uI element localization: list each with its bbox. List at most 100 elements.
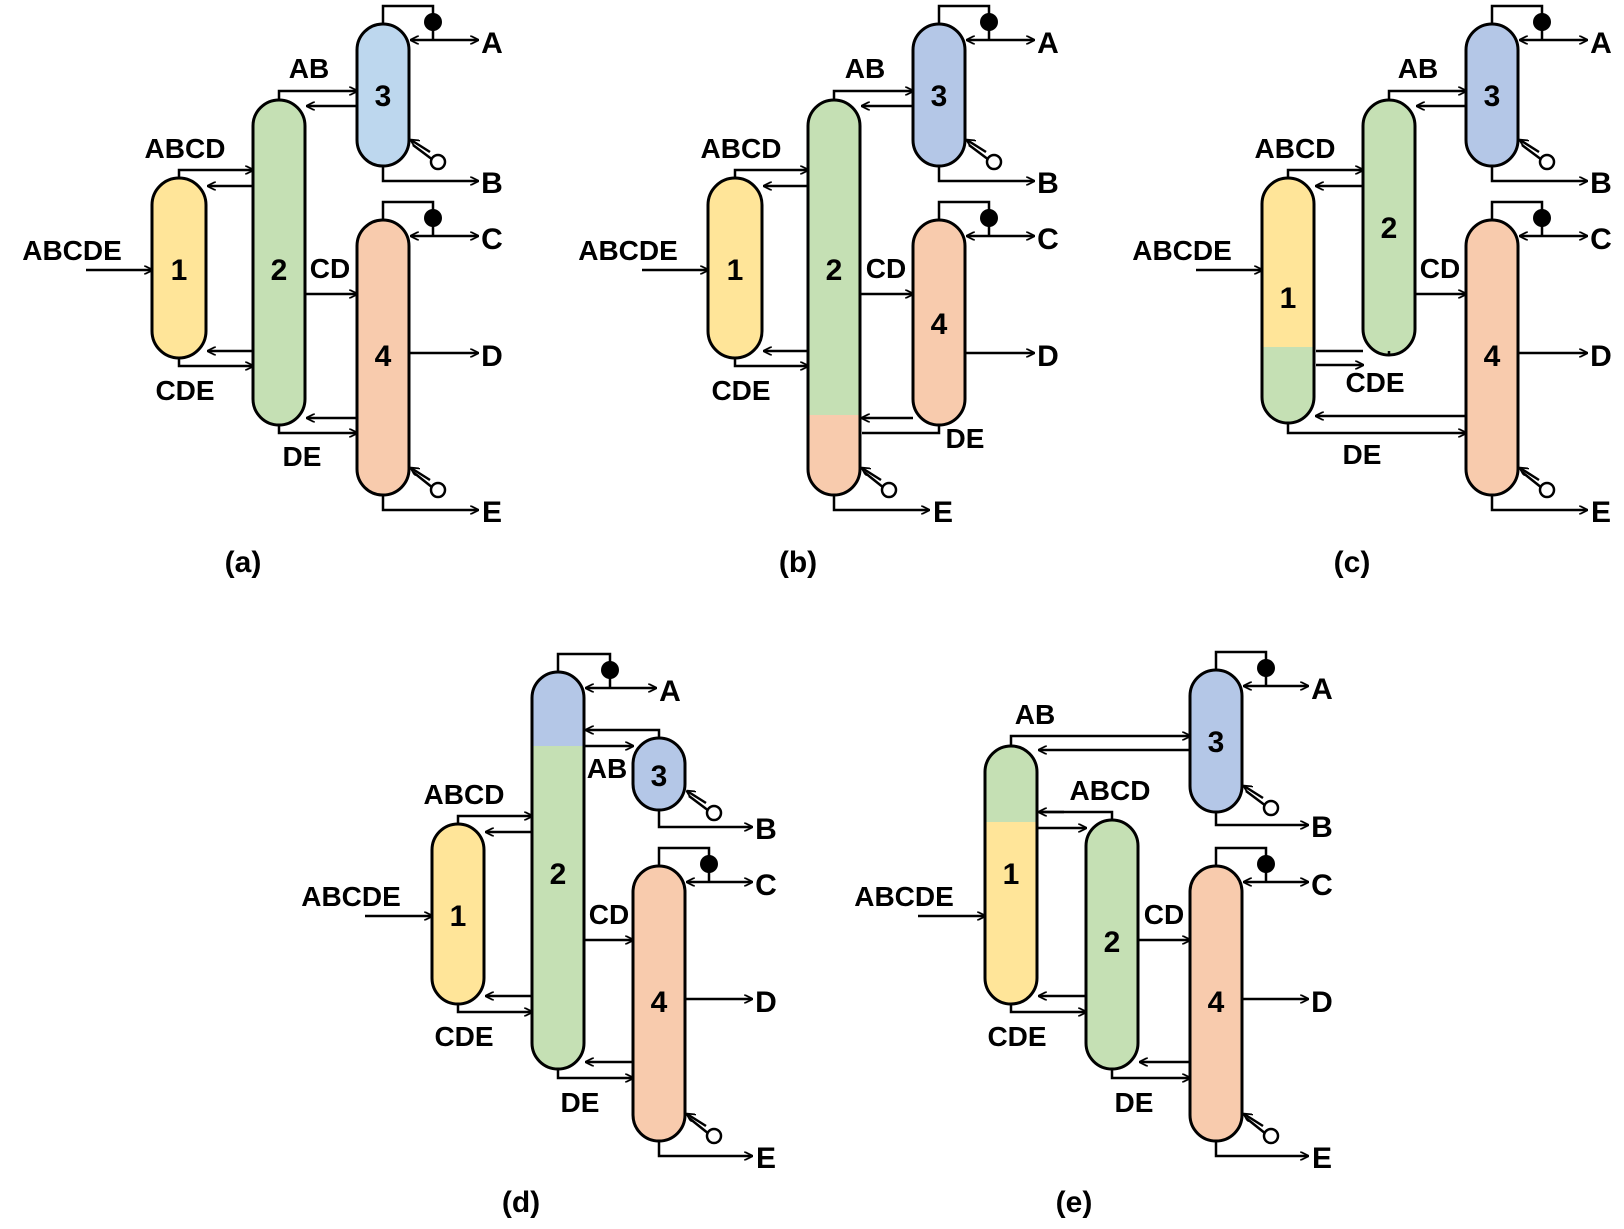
abcd-label: ABCD xyxy=(1255,133,1336,164)
column-4-label: 4 xyxy=(931,308,948,341)
filled-circle-icon xyxy=(1533,13,1551,31)
ab-liquid-line xyxy=(586,730,661,738)
b-boilup-line xyxy=(687,791,707,805)
ab-label: AB xyxy=(845,53,885,84)
column-3-label: 3 xyxy=(651,760,668,793)
b-boilup-line xyxy=(967,140,987,154)
e-boilup-line xyxy=(411,468,431,482)
open-circle-icon xyxy=(429,153,447,171)
filled-circle-icon xyxy=(980,13,998,31)
e-product-line xyxy=(1490,495,1587,510)
de-label: DE xyxy=(1343,439,1382,470)
column-2-label: 2 xyxy=(826,254,843,287)
e-product-line xyxy=(657,1141,752,1156)
column-1 xyxy=(983,744,1039,1006)
product-a-label: A xyxy=(1037,27,1059,60)
product-a-label: A xyxy=(1590,27,1612,60)
e-boilup-line xyxy=(862,468,882,482)
filled-circle-icon xyxy=(980,209,998,227)
product-d-label: D xyxy=(481,340,503,373)
cde-liquid-line xyxy=(456,1004,532,1012)
product-c-label: C xyxy=(1590,223,1612,256)
column-1 xyxy=(1260,176,1316,425)
column-2-label: 2 xyxy=(1104,926,1121,959)
ab-vapor-line xyxy=(1009,736,1190,746)
b-product-line xyxy=(381,166,478,181)
product-a-label: A xyxy=(481,27,503,60)
column-2 xyxy=(806,98,862,497)
product-c-label: C xyxy=(1311,869,1333,902)
column-1-label: 1 xyxy=(450,900,467,933)
filled-circle-icon xyxy=(1257,855,1275,873)
caption-e: (e) xyxy=(1056,1186,1093,1219)
cd-label: CD xyxy=(866,253,906,284)
open-circle-icon xyxy=(1538,481,1556,499)
de-label: DE xyxy=(561,1087,600,1118)
cde-liquid-line xyxy=(733,358,808,366)
product-b-label: B xyxy=(1037,167,1059,200)
feed-label: ABCDE xyxy=(1132,235,1232,266)
cd-label: CD xyxy=(1420,253,1460,284)
product-d-label: D xyxy=(755,986,777,1019)
column-1-label: 1 xyxy=(1003,858,1020,891)
de-label: DE xyxy=(283,441,322,472)
product-b-label: B xyxy=(481,167,503,200)
abcd-vapor-line xyxy=(733,170,808,178)
column-4-label: 4 xyxy=(1208,986,1225,1019)
caption-d: (d) xyxy=(502,1186,540,1219)
product-e-label: E xyxy=(1591,496,1611,529)
abcd-label: ABCD xyxy=(701,133,782,164)
column-1-label: 1 xyxy=(171,254,188,287)
ab-label: AB xyxy=(587,753,627,784)
open-circle-icon xyxy=(705,1127,723,1145)
cd-label: CD xyxy=(310,253,350,284)
product-e-label: E xyxy=(933,496,953,529)
e-product-line xyxy=(832,495,929,510)
ab-label: AB xyxy=(1015,699,1055,730)
open-circle-icon xyxy=(429,481,447,499)
product-e-label: E xyxy=(1312,1142,1332,1175)
product-d-label: D xyxy=(1311,986,1333,1019)
de-label: DE xyxy=(946,423,985,454)
column-2-label: 2 xyxy=(1381,212,1398,245)
column-2-label: 2 xyxy=(550,858,567,891)
product-d-label: D xyxy=(1590,340,1612,373)
de-liquid-line xyxy=(556,1069,633,1078)
product-c-label: C xyxy=(1037,223,1059,256)
column-1-label: 1 xyxy=(1280,282,1297,315)
panel-c: 1 2 3 4 ABCDE ABCD CDE AB CD DE A xyxy=(1132,4,1612,579)
cde-liquid-line xyxy=(177,358,253,366)
filled-circle-icon xyxy=(601,661,619,679)
e-boilup-line xyxy=(1520,468,1540,482)
feed-label: ABCDE xyxy=(301,881,401,912)
cde-label: CDE xyxy=(987,1021,1046,1052)
filled-circle-icon xyxy=(1533,209,1551,227)
panel-b: 1 2 3 4 ABCDE ABCD CDE AB CD DE xyxy=(578,4,1059,579)
product-d-label: D xyxy=(1037,340,1059,373)
caption-a: (a) xyxy=(225,546,262,579)
open-circle-icon xyxy=(1538,153,1556,171)
ab-vapor-line xyxy=(832,91,913,100)
e-boilup-line xyxy=(1244,1114,1264,1128)
caption-b: (b) xyxy=(779,546,817,579)
e-boilup-line xyxy=(687,1114,707,1128)
product-a-label: A xyxy=(1311,673,1333,706)
cde-label: CDE xyxy=(711,375,770,406)
filled-circle-icon xyxy=(700,855,718,873)
abcd-vapor-line xyxy=(456,816,532,824)
product-e-label: E xyxy=(482,496,502,529)
cde-return-line xyxy=(1316,351,1363,365)
cde-label: CDE xyxy=(155,375,214,406)
filled-circle-icon xyxy=(1257,659,1275,677)
e-product-line xyxy=(1214,1141,1308,1156)
column-4-label: 4 xyxy=(1484,340,1501,373)
panel-e: 1 2 3 4 ABCDE AB ABCD CDE CD DE A xyxy=(854,650,1333,1219)
ab-label: AB xyxy=(289,53,329,84)
abcd-label: ABCD xyxy=(424,779,505,810)
column-3-label: 3 xyxy=(1208,726,1225,759)
e-product-line xyxy=(381,495,478,510)
b-boilup-line xyxy=(1520,140,1540,154)
abcd-vapor-line xyxy=(177,170,253,178)
